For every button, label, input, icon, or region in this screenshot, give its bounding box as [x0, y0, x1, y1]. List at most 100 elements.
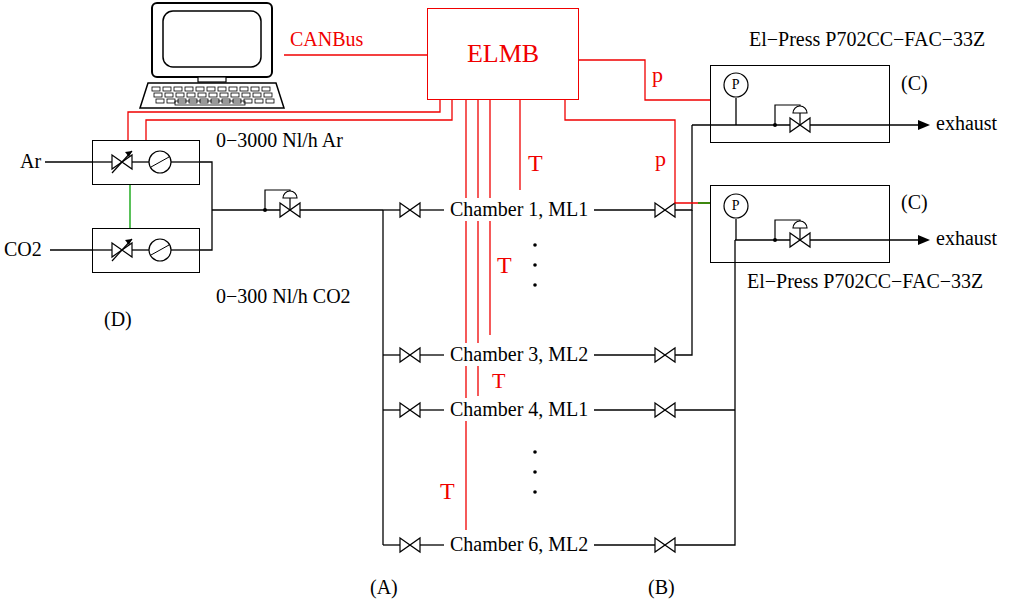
- canbus-wire: [284, 54, 427, 55]
- valve-symbol: [400, 403, 420, 417]
- pipe: [383, 544, 400, 545]
- meter-needle: [151, 157, 169, 167]
- temperature-label: T: [492, 368, 505, 393]
- pipe: [132, 249, 149, 250]
- pipe: [171, 249, 200, 250]
- chamber-name: Chamber 1, ML1: [448, 198, 590, 221]
- ellipsis-dot: [533, 283, 537, 287]
- key: [209, 93, 217, 97]
- chamber-name: Chamber 4, ML1: [448, 398, 590, 421]
- pipe: [735, 219, 736, 240]
- pipe: [92, 161, 112, 162]
- part-letter: (B): [648, 576, 675, 599]
- pipe: [594, 544, 655, 545]
- key: [165, 93, 173, 97]
- key: [253, 93, 261, 97]
- gauge-circle: [724, 73, 748, 97]
- pressure-gauge: P: [723, 72, 749, 98]
- device-name: El−Press P702CC−FAC−33Z: [747, 270, 983, 293]
- key: [264, 93, 272, 97]
- pipe: [420, 354, 444, 355]
- key: [196, 87, 204, 91]
- pipe: [45, 161, 92, 162]
- exhaust-label: exhaust: [936, 112, 997, 135]
- flow-controller-box: 0−3000 Nl/h Ar: [92, 140, 200, 185]
- chamber-name: Chamber 6, ML2: [448, 533, 590, 556]
- ellipsis-dot: [533, 470, 537, 474]
- valve-symbol: [400, 203, 420, 217]
- key: [251, 87, 259, 91]
- pilot-line: [265, 190, 290, 210]
- space-bar: [175, 101, 245, 105]
- regulator-dome: [793, 106, 807, 113]
- gas-input: CO2: [4, 238, 42, 261]
- part-letter: (C): [901, 72, 928, 95]
- screen: [163, 11, 261, 67]
- wire-stub: [698, 202, 710, 204]
- key: [167, 99, 175, 103]
- exhaust-label: exhaust: [936, 227, 997, 250]
- key: [218, 87, 226, 91]
- pipe: [92, 249, 112, 250]
- pipe: [675, 409, 735, 410]
- flow-controller-box: 0−300 Nl/h CO2: [92, 228, 200, 273]
- flow-meter: [149, 239, 171, 261]
- flow-meter: [149, 151, 171, 173]
- signal-name: p: [655, 146, 666, 171]
- module-name: ELMB: [467, 39, 539, 69]
- pipe: [50, 249, 92, 250]
- ellipsis-dot: [533, 450, 537, 454]
- regulator-stem: [289, 198, 290, 210]
- chamber-name: Chamber 3, ML2: [448, 343, 590, 366]
- key: [207, 87, 215, 91]
- adjust-arrow: [112, 151, 132, 173]
- pipe: [735, 98, 736, 125]
- key: [220, 93, 228, 97]
- key: [266, 99, 274, 103]
- temperature-wire: [519, 100, 520, 190]
- pipe: [383, 409, 400, 410]
- pipe: [594, 409, 655, 410]
- regulator-stem: [799, 113, 800, 125]
- pilot-line: [775, 105, 800, 125]
- pipe: [594, 209, 655, 210]
- key: [229, 87, 237, 91]
- key: [185, 87, 193, 91]
- pilot-line: [775, 220, 800, 240]
- pipe: [594, 354, 655, 355]
- flow-range: 0−300 Nl/h CO2: [216, 285, 351, 308]
- pipe: [200, 162, 212, 250]
- elmb-box: ELMB: [427, 8, 579, 100]
- key: [242, 93, 250, 97]
- signal-name: p: [652, 62, 663, 87]
- pipe: [382, 210, 383, 545]
- gauge-letter: P: [732, 198, 740, 214]
- pipe: [383, 354, 400, 355]
- key: [198, 93, 206, 97]
- keyboard: [140, 83, 284, 108]
- adjust-arrow: [112, 239, 132, 261]
- signal-wire: [579, 60, 710, 100]
- pipe: [675, 240, 735, 545]
- temperature-label: T: [528, 150, 543, 178]
- exhaust-arrowhead: [918, 120, 930, 130]
- exhaust-arrowhead: [918, 235, 930, 245]
- valve-symbol: [400, 348, 420, 362]
- adjust-arrowhead: [125, 151, 132, 157]
- pipe: [675, 125, 692, 210]
- signal-wire: [129, 185, 130, 228]
- key: [154, 93, 162, 97]
- pipe: [420, 544, 444, 545]
- part-letter: (D): [104, 308, 132, 331]
- key: [262, 87, 270, 91]
- regulator-dome: [283, 191, 297, 198]
- key: [187, 93, 195, 97]
- flow-range: 0−3000 Nl/h Ar: [216, 129, 343, 152]
- gauge-letter: P: [732, 77, 740, 93]
- pipe: [420, 209, 444, 210]
- adjust-arrowhead: [125, 239, 132, 245]
- monitor-stand: [198, 77, 226, 82]
- pipe: [420, 409, 444, 410]
